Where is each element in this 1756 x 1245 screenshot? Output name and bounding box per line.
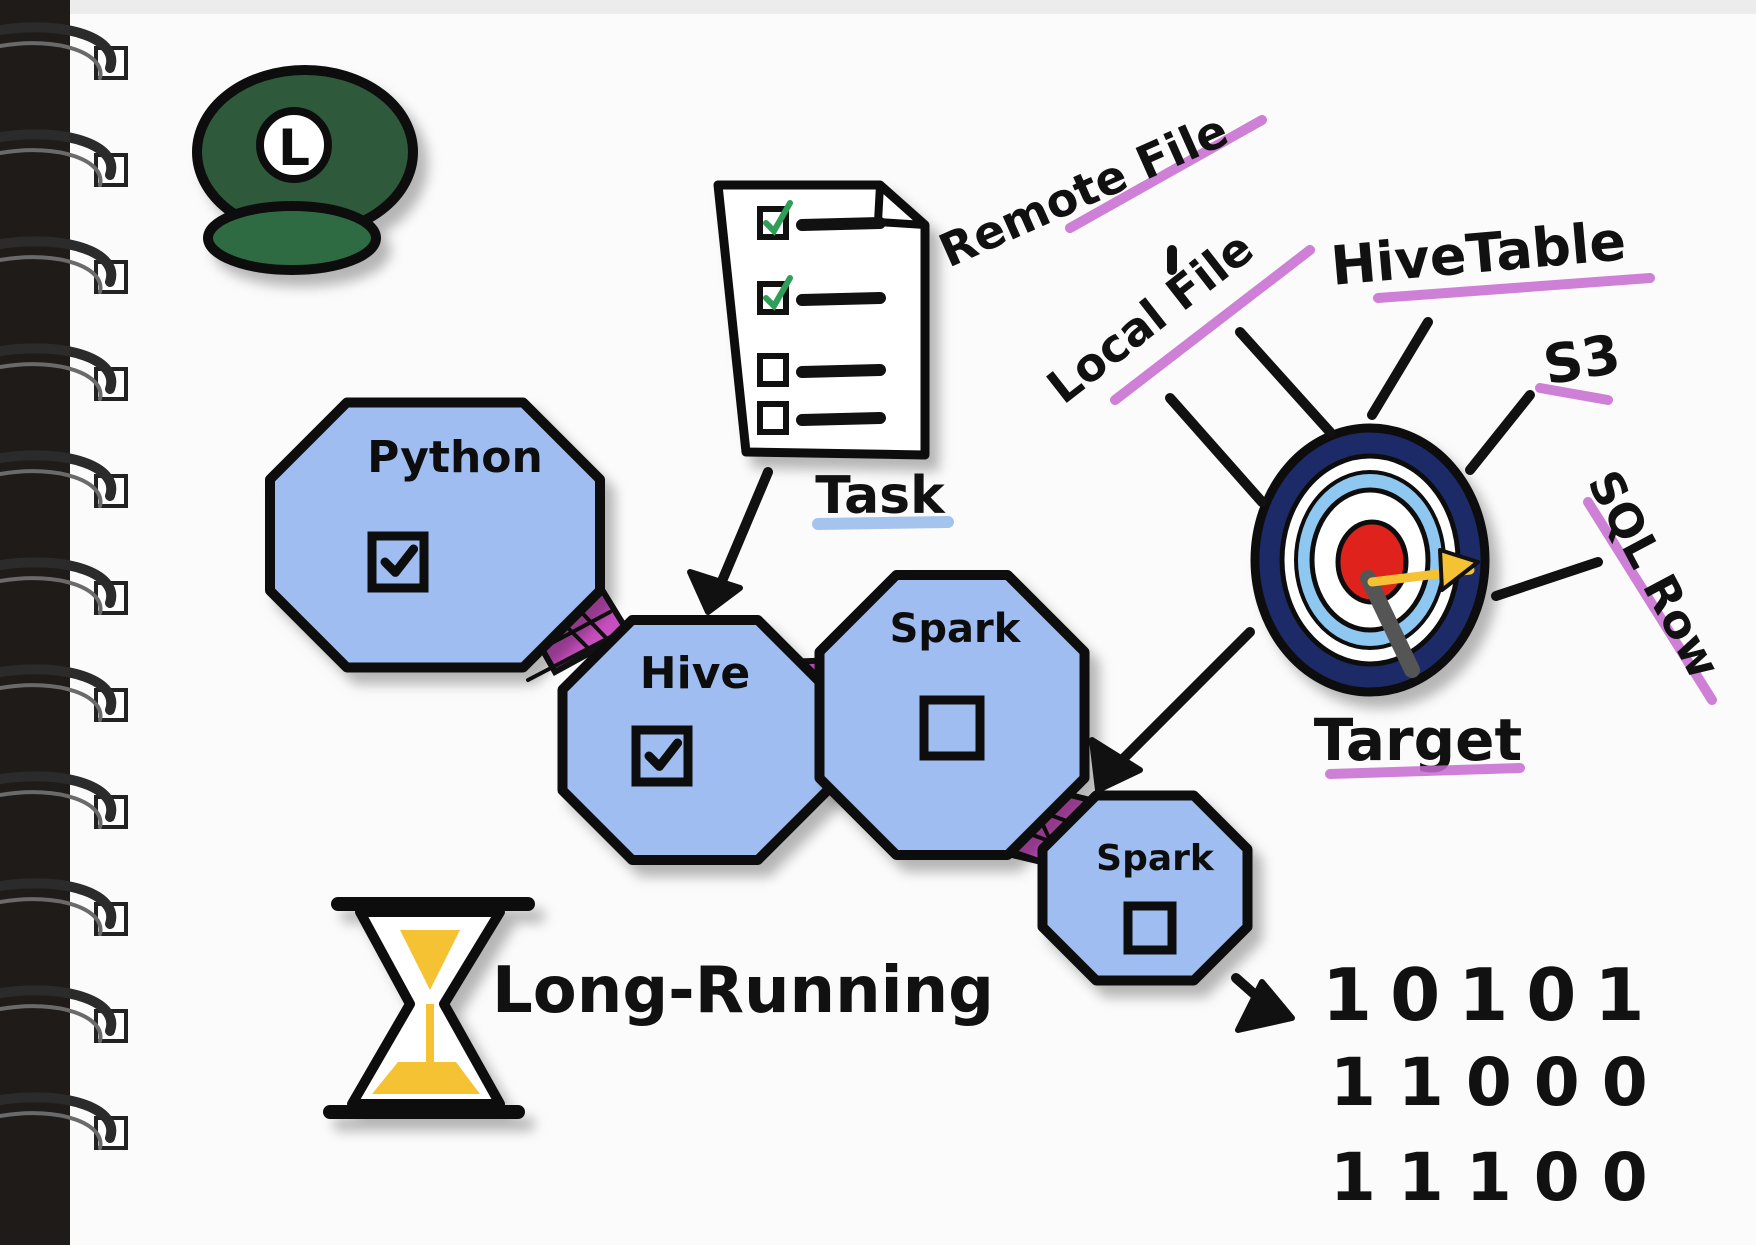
target-type-highlight (1110, 245, 1315, 405)
task-node-shape (265, 397, 605, 673)
target-label: Target (1314, 706, 1522, 774)
target-type-highlight (1065, 115, 1267, 233)
checklist-item (757, 401, 886, 435)
spiral-ring-icon (0, 22, 128, 80)
binary-output: 10101 11000 11100 (1322, 953, 1670, 1216)
spiral-ring-icon (0, 557, 128, 615)
spiral-ring-icon (0, 771, 128, 829)
target-type-connector (1165, 393, 1267, 507)
spiral-ring-icon (0, 450, 128, 508)
checklist-item (757, 275, 886, 315)
target-type-connector (1491, 557, 1603, 601)
checklist-line (796, 292, 886, 306)
spiral-ring-icon (0, 343, 128, 401)
task-node-label: Hive (640, 648, 750, 699)
task-node: Hive (557, 615, 833, 865)
checklist-line (796, 412, 886, 426)
spiral-ring-icon (0, 236, 128, 294)
spiral-ring-icon (0, 985, 128, 1043)
task-node-shape (557, 615, 833, 865)
spiral-binding (0, 22, 128, 1150)
checkmark-icon (644, 738, 683, 771)
checkbox-icon (919, 695, 985, 761)
task-node-label: Spark (1096, 838, 1215, 879)
target-type-label: S3 (1539, 322, 1625, 397)
checklist-item (757, 200, 886, 240)
target-type-connector (1465, 390, 1535, 475)
binary-line: 11100 (1330, 1139, 1670, 1216)
checklist-item (757, 353, 886, 387)
task-node-label: Python (367, 432, 543, 483)
bullseye-icon (1250, 423, 1490, 697)
task-node-label: Spark (890, 606, 1022, 652)
checklist-line (796, 217, 886, 231)
cap-logo-letter: L (278, 119, 310, 177)
target-type-highlight (1373, 273, 1655, 303)
task-node: Spark (1037, 790, 1253, 986)
checkmark-icon (763, 275, 793, 311)
checkbox-icon (757, 353, 789, 387)
arrow-task-to-hive-icon (687, 467, 773, 615)
target-type-highlight (1535, 383, 1613, 405)
target-type-item: HiveTable (1328, 209, 1655, 420)
spiral-ring-icon (0, 878, 128, 936)
binary-line: 11000 (1330, 1044, 1670, 1121)
checkbox-icon (757, 401, 789, 435)
dart-icon (1360, 548, 1480, 678)
target-label-underline (1325, 763, 1525, 779)
target-type-connector (1235, 327, 1335, 437)
checkbox-icon (1123, 901, 1177, 955)
spiral-ring-icon (0, 664, 128, 722)
target-type-connector (1367, 317, 1433, 420)
binary-line: 10101 (1322, 953, 1663, 1037)
task-node: Python (265, 397, 605, 673)
long-running-label: Long-Running (492, 954, 994, 1028)
checkmark-icon (380, 544, 419, 577)
spiral-ring-icon (0, 1092, 128, 1150)
cap-logo-icon: L (192, 65, 418, 275)
target-type-item: S3 (1465, 322, 1625, 475)
task-node: Spark (814, 570, 1090, 860)
target-type-highlight (1583, 497, 1717, 705)
hourglass-icon (323, 897, 535, 1119)
spiral-ring-icon (0, 129, 128, 187)
checkmark-icon (763, 200, 793, 236)
output-arrow-icon (1231, 973, 1295, 1033)
task-node-shape (1037, 790, 1253, 986)
arrow-target-to-spark-icon (1089, 627, 1255, 793)
checklist-line (796, 364, 886, 378)
task-label-underline (812, 516, 954, 530)
task-label: Task (815, 466, 946, 526)
task-checklist (757, 200, 886, 435)
